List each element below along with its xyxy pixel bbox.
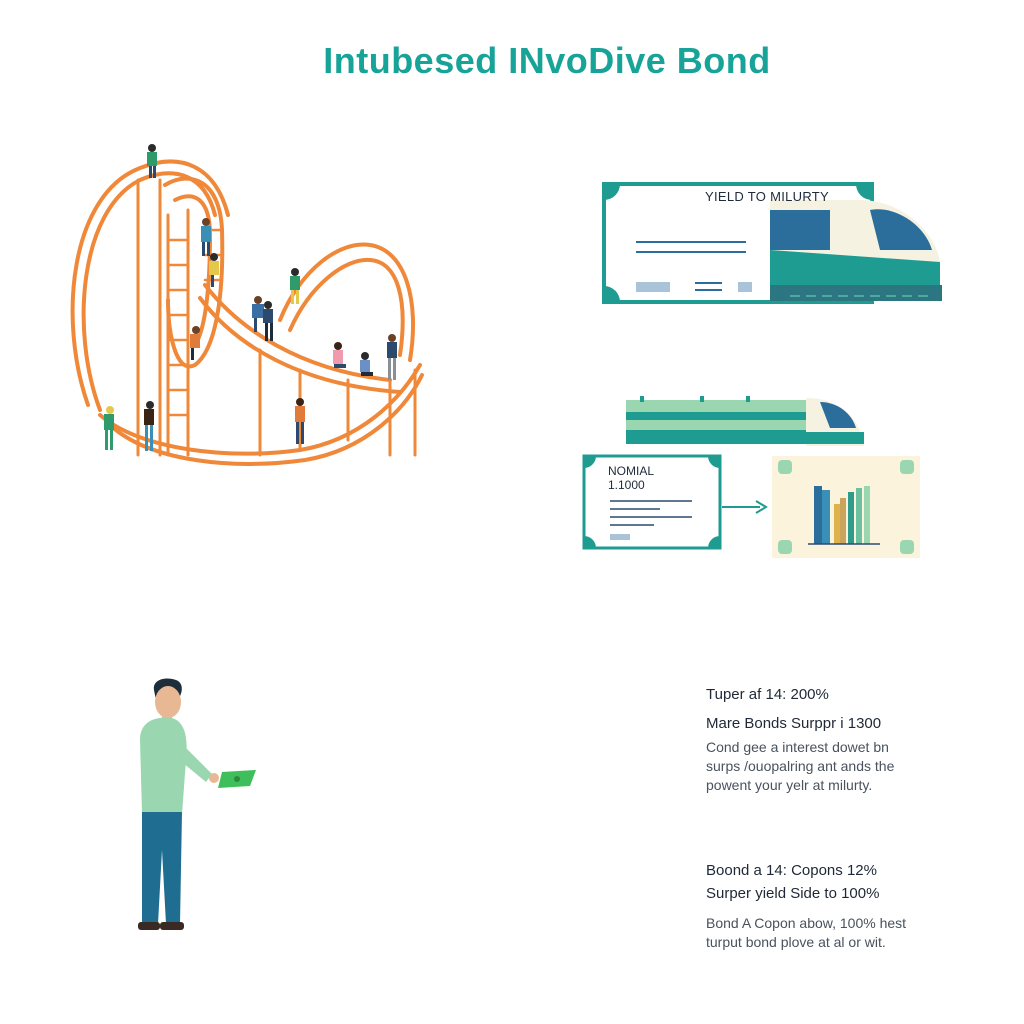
person-holding-money-illustration — [138, 678, 256, 930]
person-figure — [201, 218, 211, 256]
person-figure — [104, 406, 114, 450]
roller-coaster-illustration — [70, 159, 424, 466]
bond-card-middle-label: NOMIAL 1.1000 — [608, 464, 654, 492]
person-figure — [144, 401, 154, 451]
arrow-right-icon — [722, 500, 768, 514]
page-title: Intubesed INvoDive Bond — [323, 40, 771, 81]
notes-body-line: Bond A Copon abow, 100% hest — [706, 915, 907, 931]
coaster-people — [104, 144, 397, 451]
person-figure — [290, 268, 300, 304]
person-figure — [295, 398, 305, 444]
person-figure — [263, 301, 273, 341]
person-figure — [147, 144, 157, 178]
person-figure — [387, 334, 397, 380]
notes-heading: Boond a 14: Copons 12% — [706, 862, 877, 879]
bond-certificate-middle — [582, 454, 722, 550]
nominal-value: 1.1000 — [608, 478, 645, 492]
bond-card-top-label: YIELD TO MILURTY — [705, 189, 830, 204]
growth-chart-card — [772, 456, 920, 558]
person-figure — [333, 342, 346, 368]
train-icon — [626, 396, 864, 446]
train-icon — [770, 200, 942, 301]
cash-bill-icon — [218, 770, 256, 788]
nominal-label: NOMIAL — [608, 464, 655, 478]
notes-block-2: Boond a 14: Copons 12% Surper yield Side… — [706, 862, 1006, 952]
person-figure — [209, 253, 219, 287]
notes-body-line: powent your yelr at milurty. — [706, 777, 873, 793]
notes-heading: Tuper af 14: 200% — [706, 686, 829, 703]
person-figure — [252, 296, 264, 332]
notes-body-line: turput bond plove at al or wit. — [706, 934, 886, 950]
person-figure — [360, 352, 373, 376]
notes-body-line: surps /ouopalring ant ands the — [706, 758, 895, 774]
notes-subheading: Mare Bonds Surppr i 1300 — [706, 715, 882, 732]
person-figure — [190, 326, 200, 360]
notes-subheading: Surper yield Side to 100% — [706, 885, 880, 902]
notes-block-1: Tuper af 14: 200% Mare Bonds Surppr i 13… — [706, 686, 1006, 795]
notes-body-line: Cond gee a interest dowet bn — [706, 739, 889, 755]
